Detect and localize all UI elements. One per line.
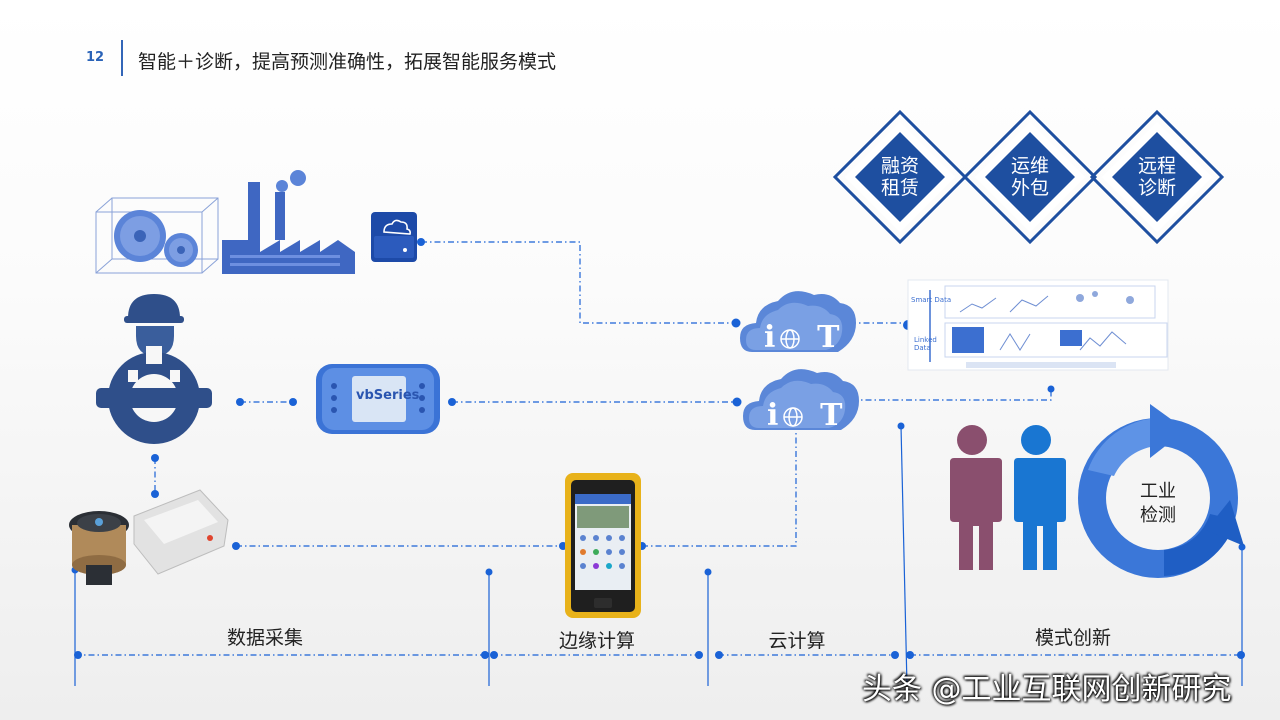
cycle-arrows-icon bbox=[1078, 404, 1244, 578]
vibration-analyzer-device bbox=[316, 364, 440, 434]
connection-lines bbox=[75, 241, 1241, 656]
watermark: 头条 @工业互联网创新研究 bbox=[862, 672, 1232, 707]
page-title: 智能＋诊断，提高预测准确性，拓展智能服务模式 bbox=[138, 51, 557, 73]
person-right-icon bbox=[1010, 425, 1066, 570]
worker-icon bbox=[96, 294, 212, 444]
globe-icons bbox=[780, 329, 803, 427]
data-platform-panel bbox=[907, 279, 1169, 371]
person-left-icon bbox=[946, 425, 1002, 570]
iot-label-lower: i T bbox=[767, 398, 843, 433]
device-brand-label: vbSeries bbox=[356, 388, 420, 403]
iot-cloud-upper bbox=[740, 291, 856, 352]
linked-data-label: Linked Data bbox=[914, 336, 937, 352]
stage-label-edge-computing: 边缘计算 bbox=[558, 630, 635, 652]
line-iot-to-platform-lower bbox=[852, 389, 1052, 401]
stage-label-data-collection: 数据采集 bbox=[226, 627, 303, 649]
stage-label-cloud-computing: 云计算 bbox=[768, 630, 826, 652]
page-number: 12 bbox=[86, 50, 105, 65]
smart-data-label: Smart Data bbox=[911, 296, 952, 304]
gearbox-icon bbox=[95, 197, 219, 274]
service-label-remote-diagnosis: 远程 诊断 bbox=[1137, 155, 1176, 199]
cycle-label-industrial-inspection: 工业 检测 bbox=[1140, 481, 1176, 526]
iot-cloud-lower bbox=[743, 369, 859, 430]
factory-icon bbox=[222, 170, 355, 274]
service-diamonds bbox=[832, 109, 1225, 245]
stage-bracket-verticals bbox=[74, 425, 1243, 687]
line-phone-to-iot bbox=[642, 418, 797, 547]
rugged-handheld-device bbox=[565, 473, 641, 618]
cloud-storage-icon bbox=[371, 212, 417, 262]
line-factory-to-iot-upper bbox=[421, 241, 736, 324]
wireless-sensor-devices bbox=[69, 489, 229, 585]
stage-label-model-innovation: 模式创新 bbox=[1034, 627, 1111, 649]
service-label-ops-outsourcing: 运维 外包 bbox=[1010, 155, 1049, 199]
service-label-financing-lease: 融资 租赁 bbox=[880, 155, 919, 199]
title-divider bbox=[121, 40, 123, 76]
iot-label-upper: i T bbox=[764, 320, 840, 355]
